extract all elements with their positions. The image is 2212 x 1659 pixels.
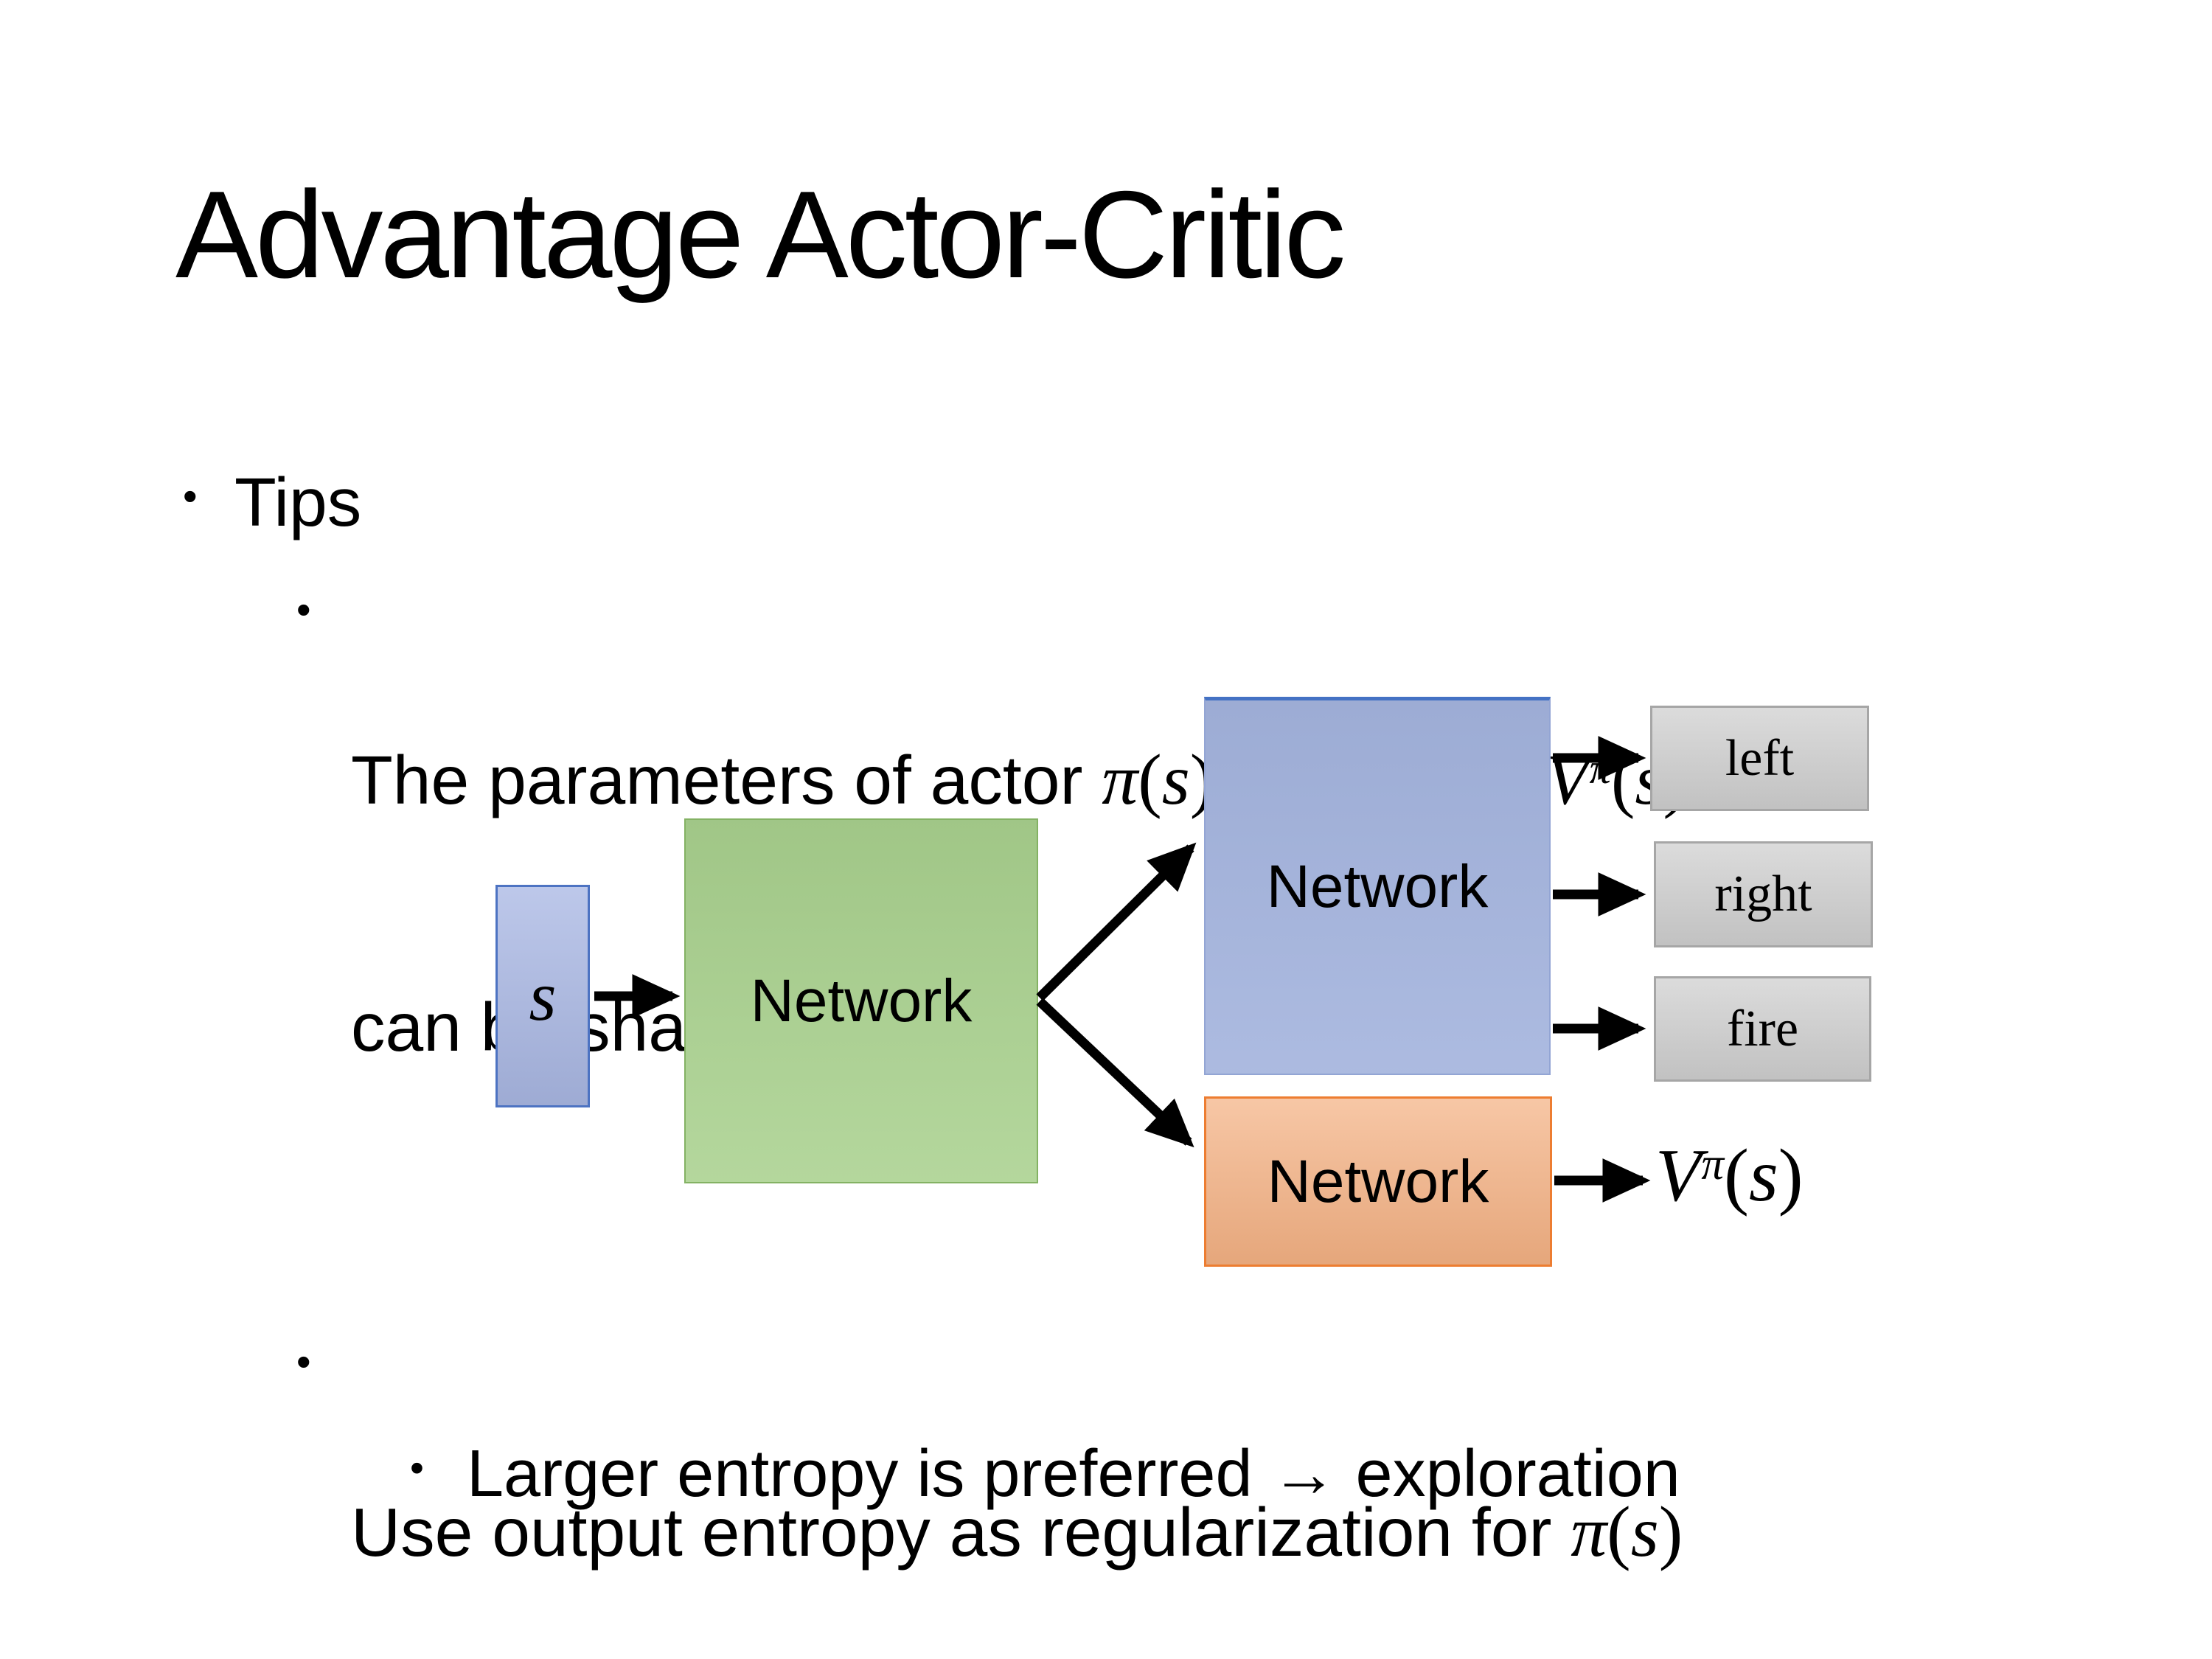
bullet-dot: •: [410, 1445, 424, 1490]
shared-network-label: Network: [750, 967, 973, 1034]
bullet-tips: • Tips: [183, 463, 361, 542]
critic-network-box: Network: [1204, 1096, 1552, 1267]
action-fire-label: fire: [1726, 1000, 1799, 1057]
action-right-label: right: [1714, 866, 1812, 922]
entropy-reg-text: Use output entropy as regularization for…: [351, 1329, 1683, 1659]
action-box-fire: fire: [1654, 976, 1871, 1082]
action-left-label: left: [1725, 729, 1795, 787]
entropy-reg-line: Use output entropy as regularization for…: [351, 1486, 1683, 1578]
bullet-exploration: • Larger entropy is preferred → explorat…: [410, 1436, 1680, 1512]
policy-math: π(s): [1571, 1492, 1683, 1572]
bullet-dot: •: [183, 473, 198, 520]
bullet-dot: •: [296, 586, 311, 633]
actor-network-box: Network: [1204, 697, 1551, 1075]
entropy-reg-before: Use output entropy as regularization for: [351, 1494, 1571, 1571]
exploration-label: Larger entropy is preferred → exploratio…: [467, 1437, 1680, 1511]
page-title: Advantage Actor-Critic: [175, 165, 1346, 304]
bullet-dot: •: [296, 1338, 311, 1385]
actor-network-label: Network: [1266, 853, 1489, 920]
action-box-right: right: [1654, 841, 1873, 947]
bullet-entropy-reg: • Use output entropy as regularization f…: [296, 1329, 1683, 1659]
state-input-box: s: [495, 885, 590, 1107]
shared-params-before: The parameters of actor: [351, 742, 1102, 818]
tips-label: Tips: [234, 464, 362, 540]
state-label: s: [529, 957, 557, 1035]
action-box-left: left: [1650, 706, 1869, 811]
actor-policy-math: π(s): [1102, 740, 1214, 820]
critic-network-label: Network: [1267, 1147, 1489, 1215]
critic-value-output: Vπ(s): [1655, 1134, 1804, 1217]
shared-network-box: Network: [684, 818, 1038, 1183]
